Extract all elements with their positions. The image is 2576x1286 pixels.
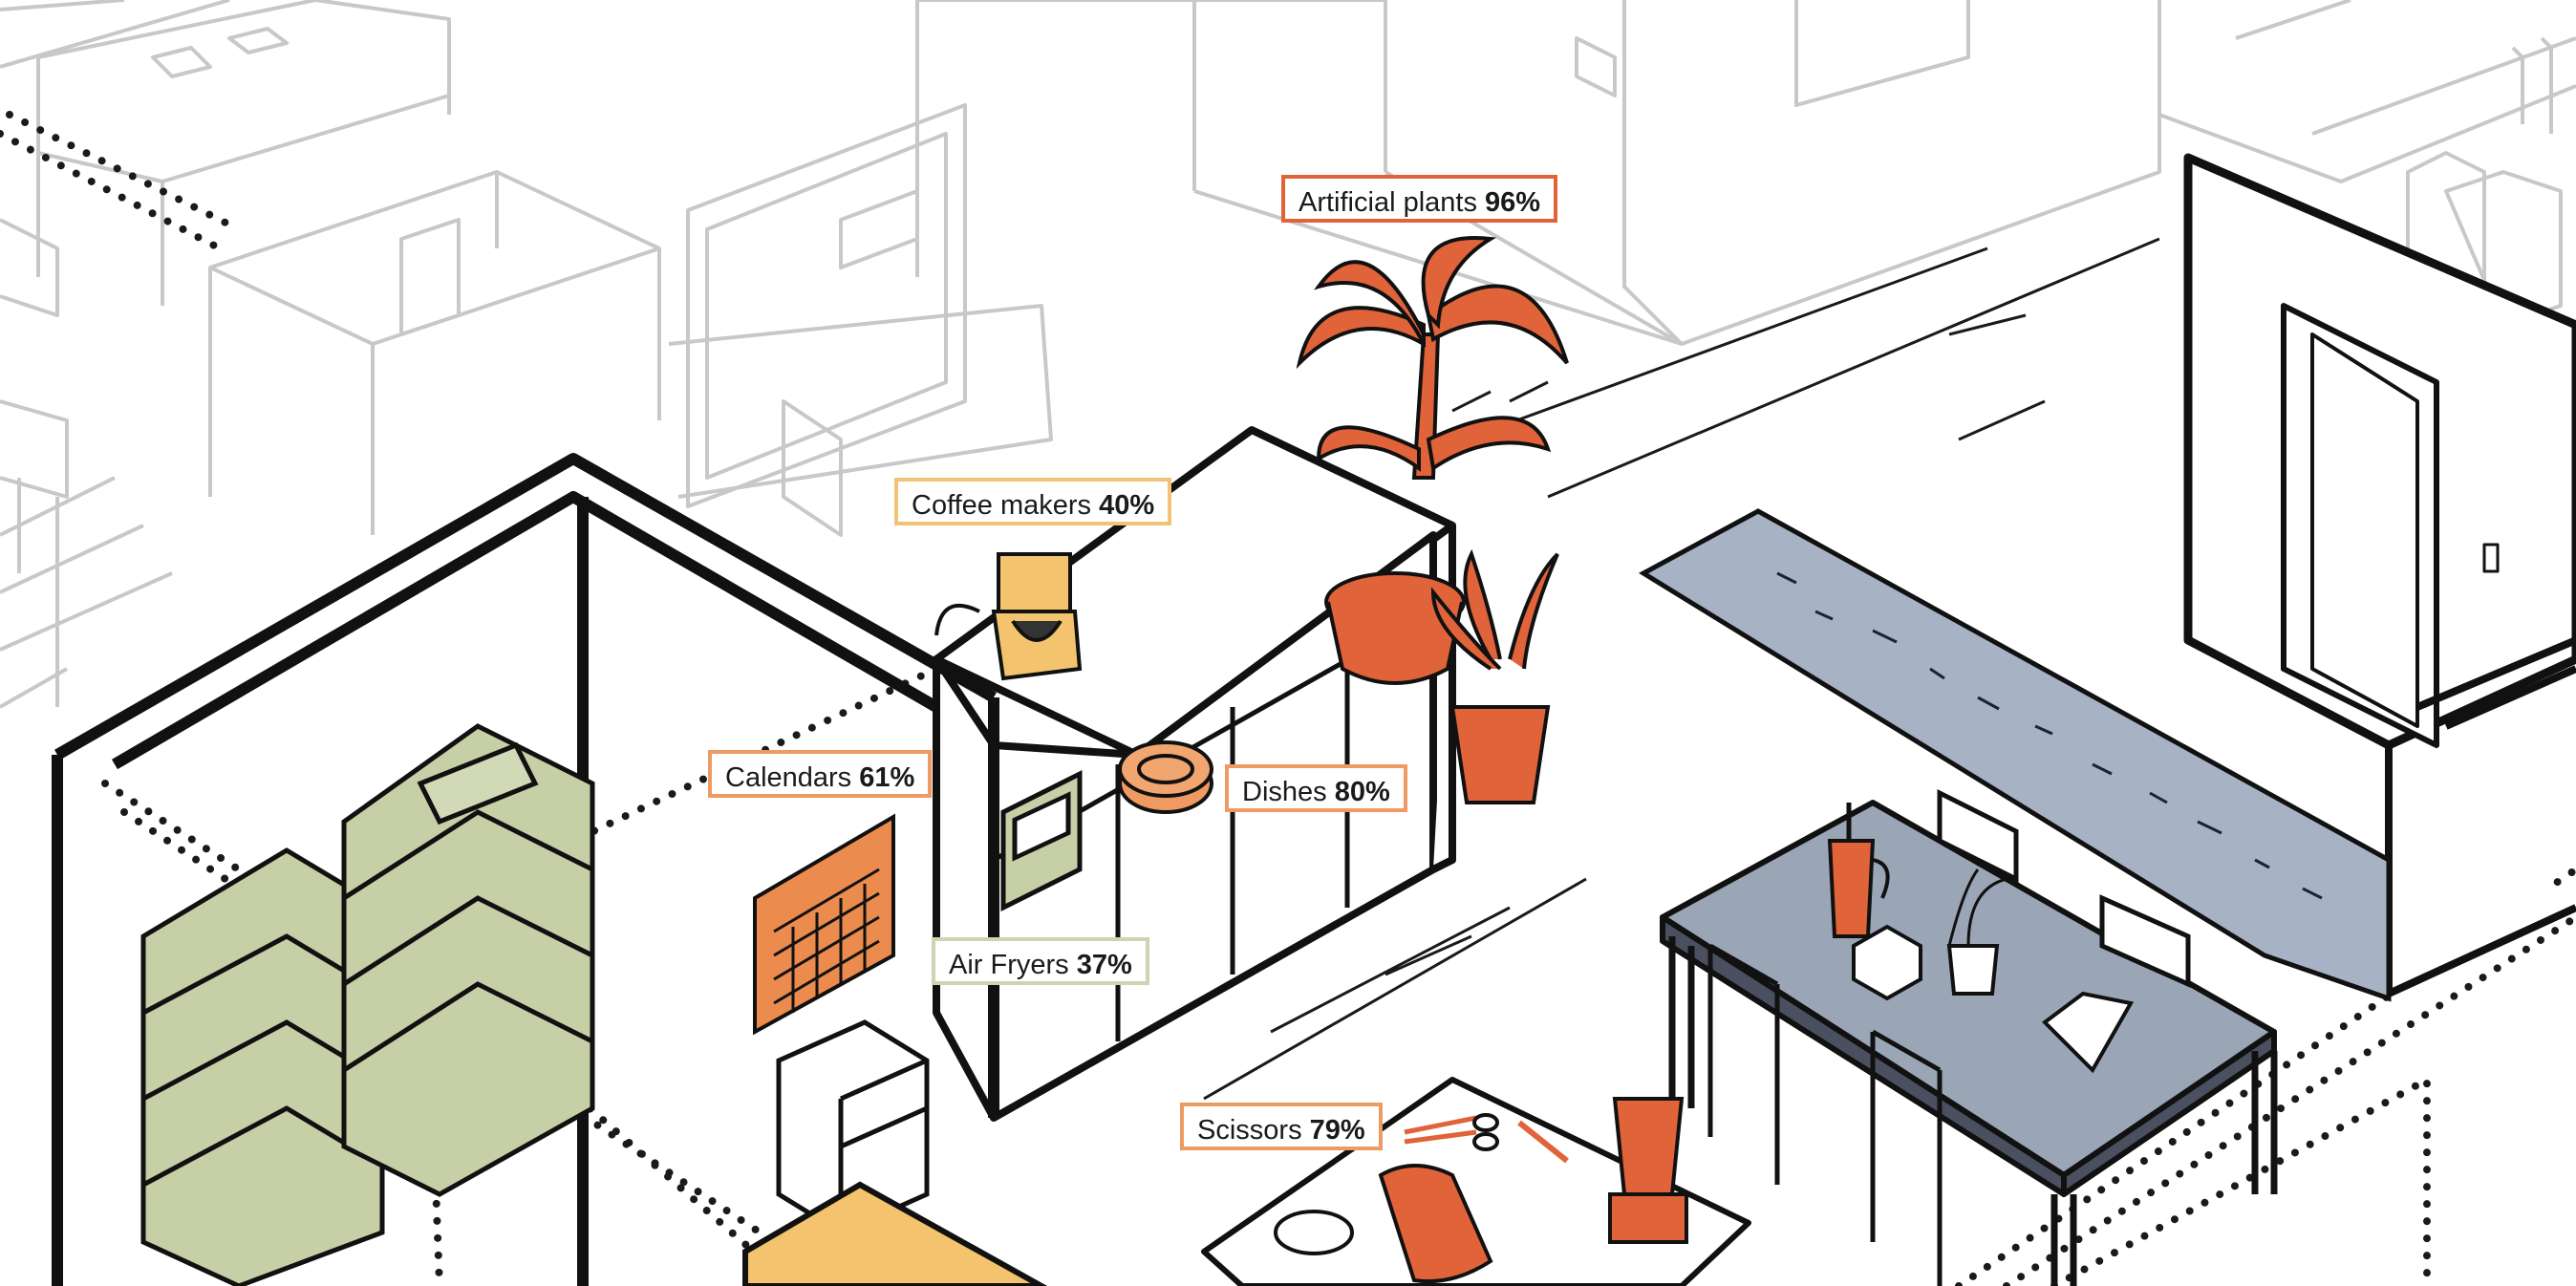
table-items: [1827, 803, 2135, 1074]
rug: [1639, 508, 2392, 1002]
storage-shelves: [140, 723, 595, 1286]
label-percent: 61%: [859, 762, 915, 793]
label-calendars: Calendars 61%: [708, 750, 933, 798]
scissors: [1404, 1113, 1569, 1164]
label-air-fryers: Air Fryers 37%: [932, 937, 1149, 985]
file-cabinet: [776, 1019, 930, 1235]
yellow-desk: [742, 1181, 1048, 1286]
toaster: [1378, 1164, 1493, 1284]
oven: [1000, 769, 1083, 912]
label-artificial-plants: Artificial plants 96%: [1281, 175, 1558, 223]
label-percent: 96%: [1485, 187, 1541, 218]
right-room: [2183, 153, 2576, 997]
label-percent: 79%: [1309, 1115, 1365, 1146]
background-rooms: [0, 0, 2576, 709]
floor-lines: [1203, 237, 2160, 1101]
blender: [1608, 1097, 1688, 1244]
coffee-maker: [934, 552, 1083, 681]
label-name: Coffee makers: [912, 490, 1092, 521]
label-name: Air Fryers: [949, 950, 1069, 980]
artificial-plant-pot: [1324, 548, 1559, 804]
label-scissors: Scissors 79%: [1180, 1103, 1383, 1150]
label-percent: 40%: [1099, 490, 1155, 521]
label-name: Scissors: [1197, 1115, 1302, 1146]
chairs: [1707, 788, 2191, 1286]
label-percent: 37%: [1076, 950, 1132, 980]
label-dishes: Dishes 80%: [1225, 764, 1407, 812]
label-name: Dishes: [1242, 777, 1327, 807]
artificial-plant-tall: [1296, 236, 1569, 480]
calendar: [753, 813, 895, 1036]
rug-texture: [1776, 571, 2323, 900]
label-percent: 80%: [1334, 777, 1390, 807]
label-name: Calendars: [725, 762, 852, 793]
label-name: Artificial plants: [1299, 187, 1477, 218]
dishes: [1118, 740, 1213, 814]
label-coffee-makers: Coffee makers 40%: [894, 478, 1172, 525]
